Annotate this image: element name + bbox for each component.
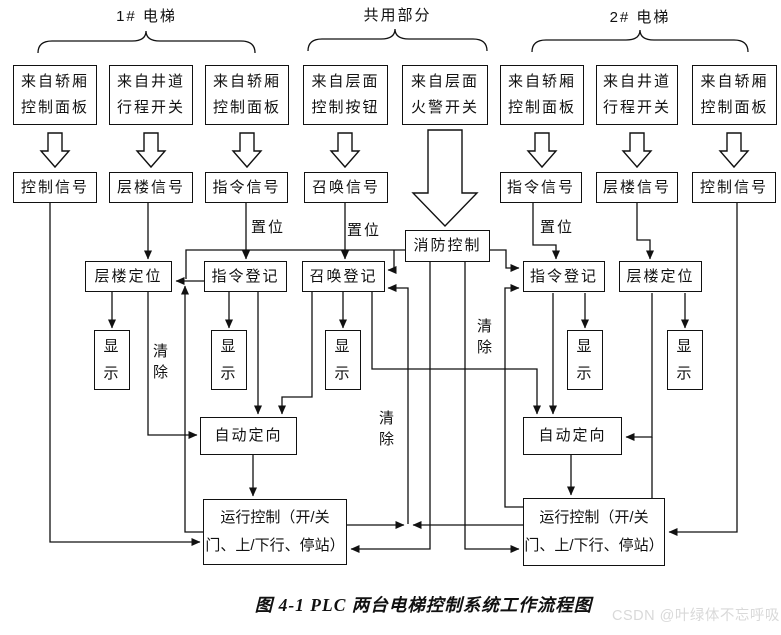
brace-elevator1	[37, 30, 256, 54]
big-block-arrow-icon	[411, 129, 479, 228]
group-label-shared: 共用部分	[363, 7, 432, 24]
group-label-elevator1: 1# 电梯	[116, 8, 177, 25]
fire-control-box: 消防控制	[405, 230, 490, 262]
block-arrow-icon	[718, 132, 750, 169]
watermark: CSDN @叶绿体不忘呼吸	[612, 608, 780, 624]
elev1-floor-position-box: 层楼定位	[85, 261, 172, 292]
clear-label-3: 清除	[476, 318, 492, 356]
elev1-auto-direction-box: 自动定向	[200, 417, 297, 455]
brace-elevator2	[531, 29, 749, 53]
set-label-2: 置位	[347, 222, 382, 239]
shared-floor-button-box: 来自层面控制按钮	[303, 65, 388, 125]
shared-call-register-box: 召唤登记	[302, 261, 385, 292]
elev2-command-signal-box: 指令信号	[500, 172, 582, 203]
elev2-travel-switch-box: 来自井道行程开关	[596, 65, 678, 125]
elev1-car-panel-b-box: 来自轿厢控制面板	[205, 65, 289, 125]
flow-connectors	[49, 203, 738, 553]
clear-label-2: 清除	[378, 410, 394, 448]
clear-label-1: 清除	[152, 343, 168, 381]
elev2-floor-signal-box: 层楼信号	[596, 172, 678, 203]
block-arrow-icon	[231, 132, 263, 169]
elev1-travel-switch-box: 来自井道行程开关	[109, 65, 193, 125]
brace-shared	[307, 28, 488, 52]
elev2-auto-direction-box: 自动定向	[523, 417, 622, 455]
elev1-car-panel-a-box: 来自轿厢控制面板	[13, 65, 97, 125]
block-arrow-icon	[526, 132, 558, 169]
figure-caption: 图 4-1 PLC 两台电梯控制系统工作流程图	[254, 595, 593, 615]
elev2-command-register-box: 指令登记	[523, 261, 605, 292]
elev2-floor-position-box: 层楼定位	[619, 261, 702, 292]
elev1-floor-signal-box: 层楼信号	[109, 172, 193, 203]
group-label-elevator2: 2# 电梯	[609, 9, 671, 26]
display-box-4: 显示	[567, 330, 603, 390]
display-box-3: 显示	[325, 330, 361, 390]
display-box-2: 显示	[211, 330, 247, 390]
shared-call-signal-box: 召唤信号	[304, 172, 388, 203]
elev1-command-register-box: 指令登记	[204, 261, 287, 292]
display-box-1: 显示	[94, 330, 130, 390]
shared-fire-switch-box: 来自层面火警开关	[402, 65, 488, 125]
block-arrow-icon	[135, 132, 167, 169]
block-arrow-icon	[39, 132, 71, 169]
set-label-1: 置位	[251, 219, 286, 236]
elev1-control-signal-box: 控制信号	[13, 172, 97, 203]
display-box-5: 显示	[667, 330, 703, 390]
block-arrow-icon	[329, 132, 361, 169]
block-arrows	[39, 129, 750, 228]
elev1-command-signal-box: 指令信号	[205, 172, 288, 203]
elev2-control-signal-box: 控制信号	[692, 172, 776, 203]
elev2-run-control-box: 运行控制（开/关门、上/下行、停站）	[523, 498, 665, 566]
block-arrow-icon	[621, 132, 653, 169]
elev2-car-panel-a-box: 来自轿厢控制面板	[500, 65, 584, 125]
elev1-run-control-box: 运行控制（开/关门、上/下行、停站）	[203, 499, 347, 565]
group-braces	[37, 28, 749, 54]
set-label-3: 置位	[540, 219, 575, 236]
elev2-car-panel-b-box: 来自轿厢控制面板	[692, 65, 777, 125]
